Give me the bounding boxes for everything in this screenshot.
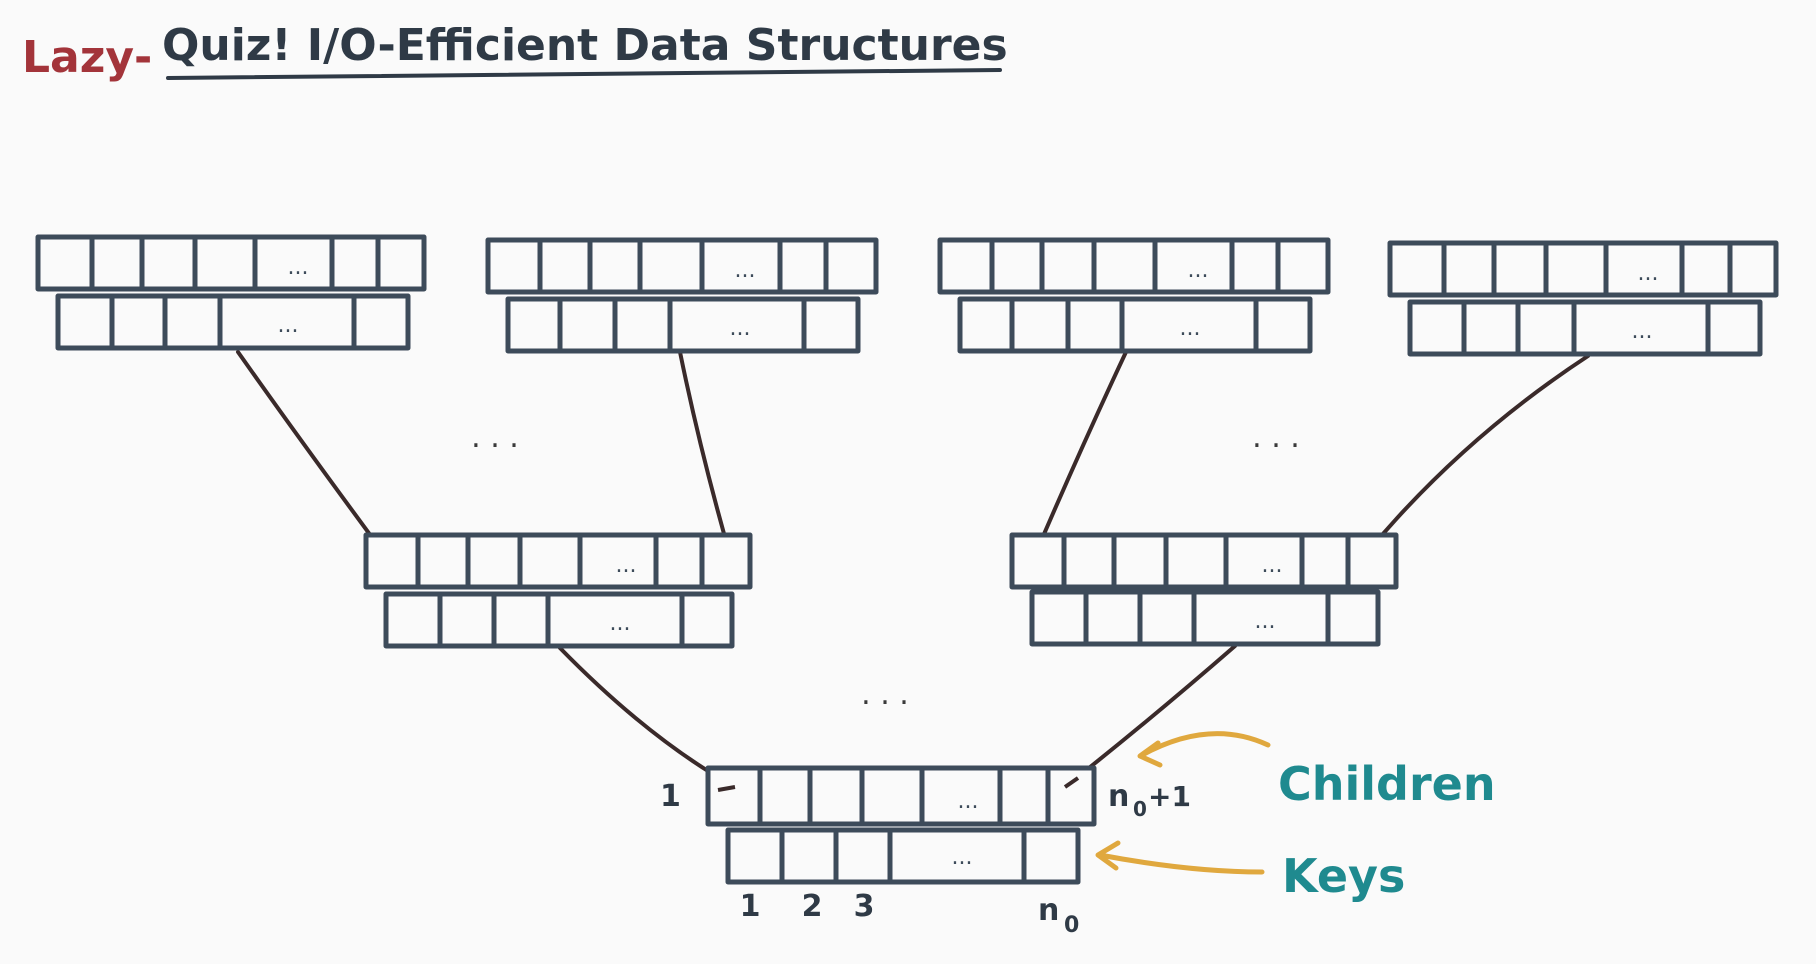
arrow-to-keys-row [1097, 852, 1265, 875]
keys-legend-label: Keys [1282, 849, 1405, 903]
leaf-node-3 [937, 237, 1331, 354]
leaf-node-2 [485, 237, 879, 354]
leaf-gap-ellipsis-right: . . . [1252, 420, 1300, 455]
leaf-node-4 [1387, 240, 1779, 357]
children-row [937, 237, 1331, 295]
root-labels: 1 n 0 +1 1 2 3 n 0 [660, 779, 1191, 938]
key-index-last-subscript: 0 [1064, 913, 1079, 938]
node-ellipsis: ... [610, 611, 631, 636]
node-ellipsis: ... [958, 789, 979, 814]
root-child-pointer-first [717, 785, 736, 792]
middle-node-2 [1009, 532, 1399, 647]
key-index-last: n [1038, 893, 1059, 928]
children-row [485, 237, 879, 295]
keys-row [1029, 589, 1381, 647]
node-ellipsis: ... [952, 845, 973, 870]
edge-leaf4-to-mid2 [1363, 354, 1590, 557]
tree-edges [236, 350, 1590, 789]
arrowhead-icon [1095, 840, 1121, 871]
keys-row [505, 296, 861, 354]
node-ellipsis: ... [1632, 319, 1653, 344]
children-end-suffix: +1 [1148, 780, 1191, 813]
title-underline [166, 68, 1002, 80]
node-ellipsis: ... [1180, 316, 1201, 341]
children-start-label: 1 [660, 779, 681, 814]
children-row [705, 765, 1097, 827]
node-ellipsis: ... [278, 313, 299, 338]
node-ellipsis: ... [1638, 261, 1659, 286]
keys-row [957, 296, 1313, 354]
legend: Children Keys [1095, 731, 1496, 903]
keys-row [725, 827, 1081, 885]
children-legend-label: Children [1278, 757, 1496, 811]
leaf-node-1 [35, 234, 427, 351]
middle-node-1 [363, 532, 753, 649]
edge-leaf3-to-mid2 [1033, 350, 1128, 557]
middle-gap-ellipsis: . . . [861, 677, 909, 712]
keys-row [1407, 299, 1763, 357]
children-end-label: n [1108, 779, 1129, 814]
node-ellipsis: ... [730, 316, 751, 341]
arrowhead-icon [1137, 740, 1163, 768]
children-row [363, 532, 753, 590]
children-row [35, 234, 427, 292]
key-index-2: 2 [802, 889, 823, 924]
keys-row [55, 293, 411, 351]
node-ellipsis: ... [288, 255, 309, 280]
keys-row [383, 591, 735, 649]
children-row [1009, 532, 1399, 590]
edge-leaf1-to-mid1 [236, 350, 387, 557]
children-end-subscript: 0 [1133, 797, 1147, 821]
children-row [1387, 240, 1779, 298]
arrow-to-children-row [1139, 731, 1271, 758]
root-child-pointer-last [1063, 776, 1080, 789]
title-prefix: Lazy- [22, 32, 152, 83]
node-ellipsis: ... [616, 553, 637, 578]
leaf-gap-ellipsis-left: . . . [471, 420, 519, 455]
node-ellipsis: ... [1255, 609, 1276, 634]
node-ellipsis: ... [1188, 258, 1209, 283]
node-ellipsis: ... [1262, 553, 1283, 578]
key-index-3: 3 [854, 889, 875, 924]
key-index-1: 1 [740, 889, 761, 924]
title: Lazy- Quiz! I/O-Efficient Data Structure… [22, 20, 1008, 83]
title-text: Quiz! I/O-Efficient Data Structures [162, 20, 1008, 71]
root-node [705, 765, 1097, 885]
edge-leaf2-to-mid1 [678, 350, 732, 557]
node-ellipsis: ... [735, 258, 756, 283]
